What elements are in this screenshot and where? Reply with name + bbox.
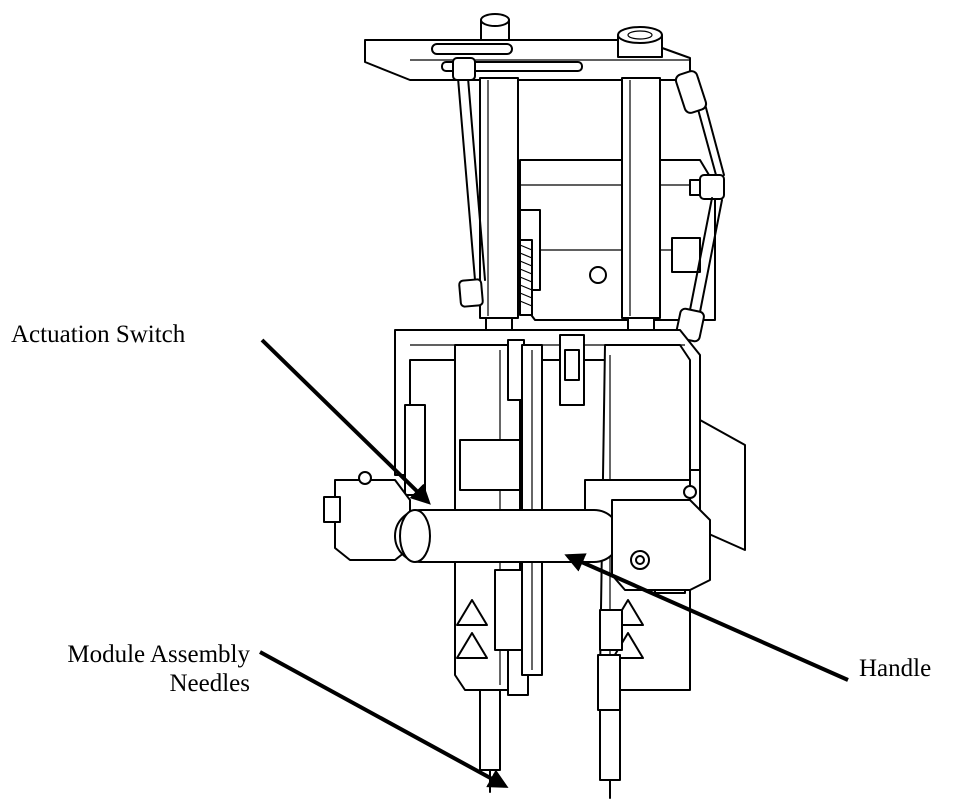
arrow-module-assembly-needles <box>259 650 509 788</box>
guide-rods <box>479 77 661 349</box>
spring <box>519 239 533 316</box>
callout-arrows <box>259 338 849 788</box>
arrow-handle <box>564 553 849 682</box>
rear-mounting-plate <box>519 159 716 321</box>
label-module-assembly-line2: Needles <box>169 670 250 697</box>
center-rail <box>521 334 585 676</box>
label-module-assembly-line1: Module Assembly <box>67 641 250 668</box>
label-actuation-switch: Actuation Switch <box>11 321 186 348</box>
arrow-actuation-switch <box>260 338 431 505</box>
label-handle: Handle <box>859 655 932 682</box>
label-module-assembly-needles: Module Assembly Needles <box>12 640 250 698</box>
top-plate <box>364 13 691 81</box>
handle-bar <box>323 471 711 591</box>
